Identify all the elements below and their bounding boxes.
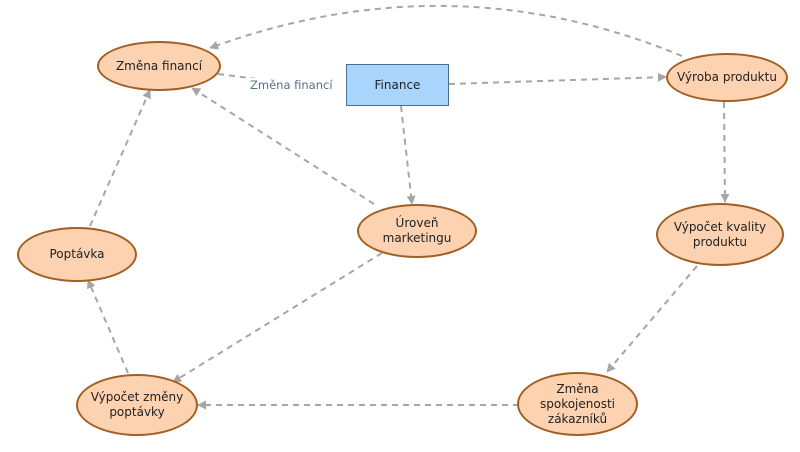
connector-vypocet-kvality-to-zmena-spokojenosti: [606, 265, 698, 373]
node-vypocet-zmeny-poptavky[interactable]: Výpočet změny poptávky: [76, 374, 198, 436]
edge-label-zmena-financi: Změna financí: [249, 78, 334, 92]
connector-vyroba-to-zmena-financi: [209, 4, 683, 57]
node-zmena-financi[interactable]: Změna financí: [97, 41, 221, 91]
connector-uroven-marketingu-to-zmena-financi: [191, 87, 375, 205]
connector-zmena-financi-to-finance: [217, 73, 297, 88]
node-finance[interactable]: Finance: [346, 64, 449, 106]
node-zmena-spokojenosti-zakazniku[interactable]: Změna spokojenosti zákazníků: [517, 372, 638, 436]
connector-uroven-marketingu-to-vypocet-zmeny-poptavky: [172, 252, 383, 383]
connector-finance-to-uroven-marketingu: [400, 105, 416, 205]
connector-vypocet-zmeny-poptavky-to-poptavka: [87, 279, 129, 374]
connector-finance-to-vyroba: [448, 72, 667, 85]
connector-poptavka-to-zmena-financi: [89, 89, 151, 227]
node-vyroba-produktu[interactable]: Výroba produktu: [666, 53, 788, 102]
node-vypocet-kvality-produktu[interactable]: Výpočet kvality produktu: [656, 203, 784, 266]
node-poptavka[interactable]: Poptávka: [17, 227, 137, 282]
node-uroven-marketingu[interactable]: Úroveň marketingu: [357, 204, 477, 258]
connector-vyroba-to-vypocet-kvality: [720, 101, 730, 203]
